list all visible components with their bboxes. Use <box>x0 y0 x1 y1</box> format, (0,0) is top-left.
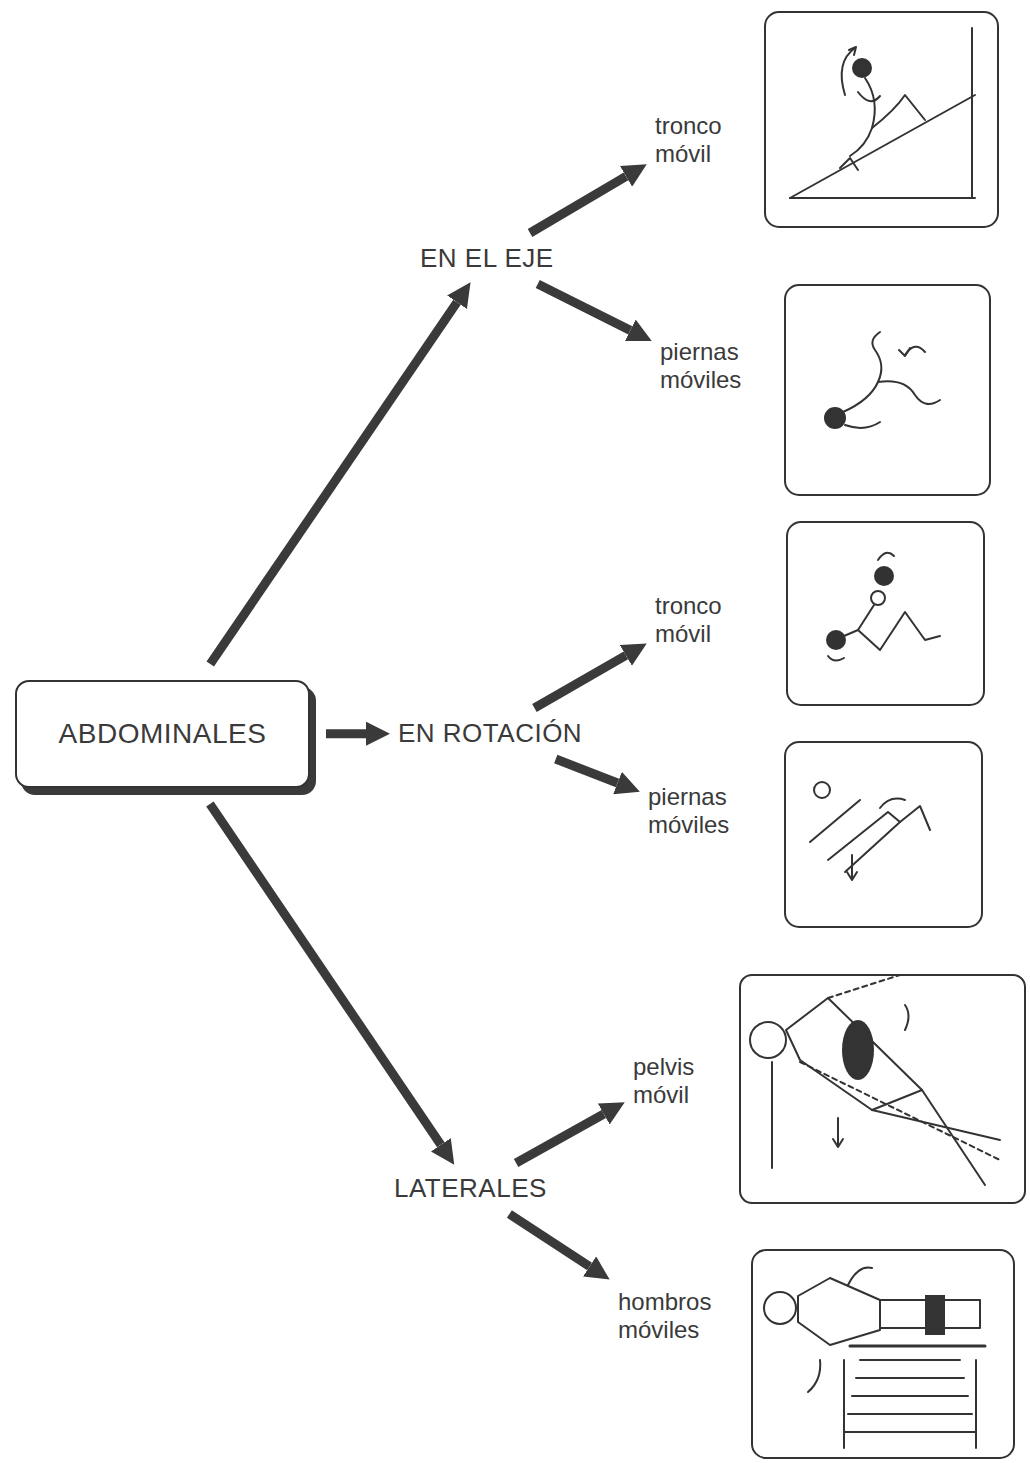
weight-ball <box>875 567 893 585</box>
figure-arm <box>858 92 880 101</box>
node-text: piernas móviles <box>660 338 741 393</box>
figure-trunk <box>786 998 922 1110</box>
figure-body <box>850 78 875 156</box>
motion-arrowhead <box>847 872 857 880</box>
branch-label: EN EL EJE <box>420 243 554 274</box>
motion-arrowhead <box>833 1139 843 1147</box>
figure-legs <box>878 381 940 404</box>
motion-arrow <box>851 855 853 878</box>
node-text: EN ROTACIÓN <box>398 718 582 749</box>
block-arrow <box>509 1214 589 1266</box>
branch-label: LATERALES <box>394 1173 547 1204</box>
motion-arrow <box>905 1005 909 1030</box>
weight-ball <box>827 631 845 649</box>
node-text: hombros móviles <box>618 1288 711 1343</box>
block-arrow <box>210 302 457 664</box>
node-text: tronco móvil <box>655 592 722 647</box>
branch-label: EN ROTACIÓN <box>398 718 582 749</box>
incline-board <box>790 95 975 198</box>
motion-arrow <box>828 656 844 661</box>
motion-arrow <box>880 799 905 808</box>
motion-arrow <box>848 1268 872 1285</box>
figure-legs <box>900 806 930 830</box>
figure-head <box>750 1022 786 1058</box>
support-bar <box>771 1062 773 1168</box>
figure-head <box>764 1292 796 1324</box>
node-text: tronco móvil <box>655 112 722 167</box>
block-arrow <box>516 1114 604 1163</box>
dashed-line <box>828 975 900 998</box>
picture-frame <box>785 742 982 927</box>
picture-frame <box>785 285 990 495</box>
motion-arrow <box>808 1360 820 1392</box>
picture-frame <box>787 522 984 705</box>
dashed-line <box>800 1062 1000 1160</box>
bench-top <box>850 1345 985 1348</box>
figure-arm <box>845 422 880 428</box>
motion-arrow <box>837 1118 839 1145</box>
motion-arrow <box>842 48 855 95</box>
node-text: piernas móviles <box>648 783 729 838</box>
option-label: hombros móviles <box>618 1288 711 1343</box>
picture-frame <box>752 1250 1014 1458</box>
picture-frame <box>765 12 998 227</box>
block-arrow <box>530 176 626 233</box>
node-text: pelvis móvil <box>633 1053 694 1108</box>
block-arrow <box>210 804 441 1145</box>
figure-body <box>843 332 881 412</box>
option-label: piernas móviles <box>648 783 729 838</box>
node-text: LATERALES <box>394 1173 547 1204</box>
figure-leg <box>922 1090 985 1185</box>
motion-arrow <box>878 553 894 560</box>
figure-head <box>853 59 871 77</box>
figure-trunk <box>798 1278 880 1345</box>
motion-arrowhead <box>899 348 910 356</box>
figure-head <box>814 782 830 798</box>
figure-legs <box>872 95 925 128</box>
figure-head <box>825 408 845 428</box>
node-text: ABDOMINALES <box>59 718 267 750</box>
figure-hands <box>840 158 858 170</box>
option-label: pelvis móvil <box>633 1053 694 1108</box>
figure-body <box>828 812 900 872</box>
option-label: tronco móvil <box>655 112 722 167</box>
exercise-pictures <box>740 12 1025 1458</box>
floor-line <box>790 197 975 199</box>
option-label: piernas móviles <box>660 338 741 393</box>
pelvis-mark <box>842 1020 874 1080</box>
figure-legs <box>858 612 940 650</box>
option-label: tronco móvil <box>655 592 722 647</box>
figure-arm <box>810 800 860 842</box>
block-arrow <box>538 284 631 330</box>
block-arrow <box>326 729 366 738</box>
motion-arrowhead <box>849 47 856 55</box>
wall-bars <box>971 28 973 198</box>
root-box: ABDOMINALES <box>15 680 310 788</box>
bench-steps <box>844 1360 976 1448</box>
picture-frame <box>740 975 1025 1203</box>
figure-leg <box>872 1110 1000 1140</box>
block-arrow <box>556 759 618 783</box>
node-text: EN EL EJE <box>420 243 554 274</box>
strap <box>925 1295 945 1335</box>
figure-head <box>871 591 885 605</box>
block-arrow <box>534 655 625 708</box>
